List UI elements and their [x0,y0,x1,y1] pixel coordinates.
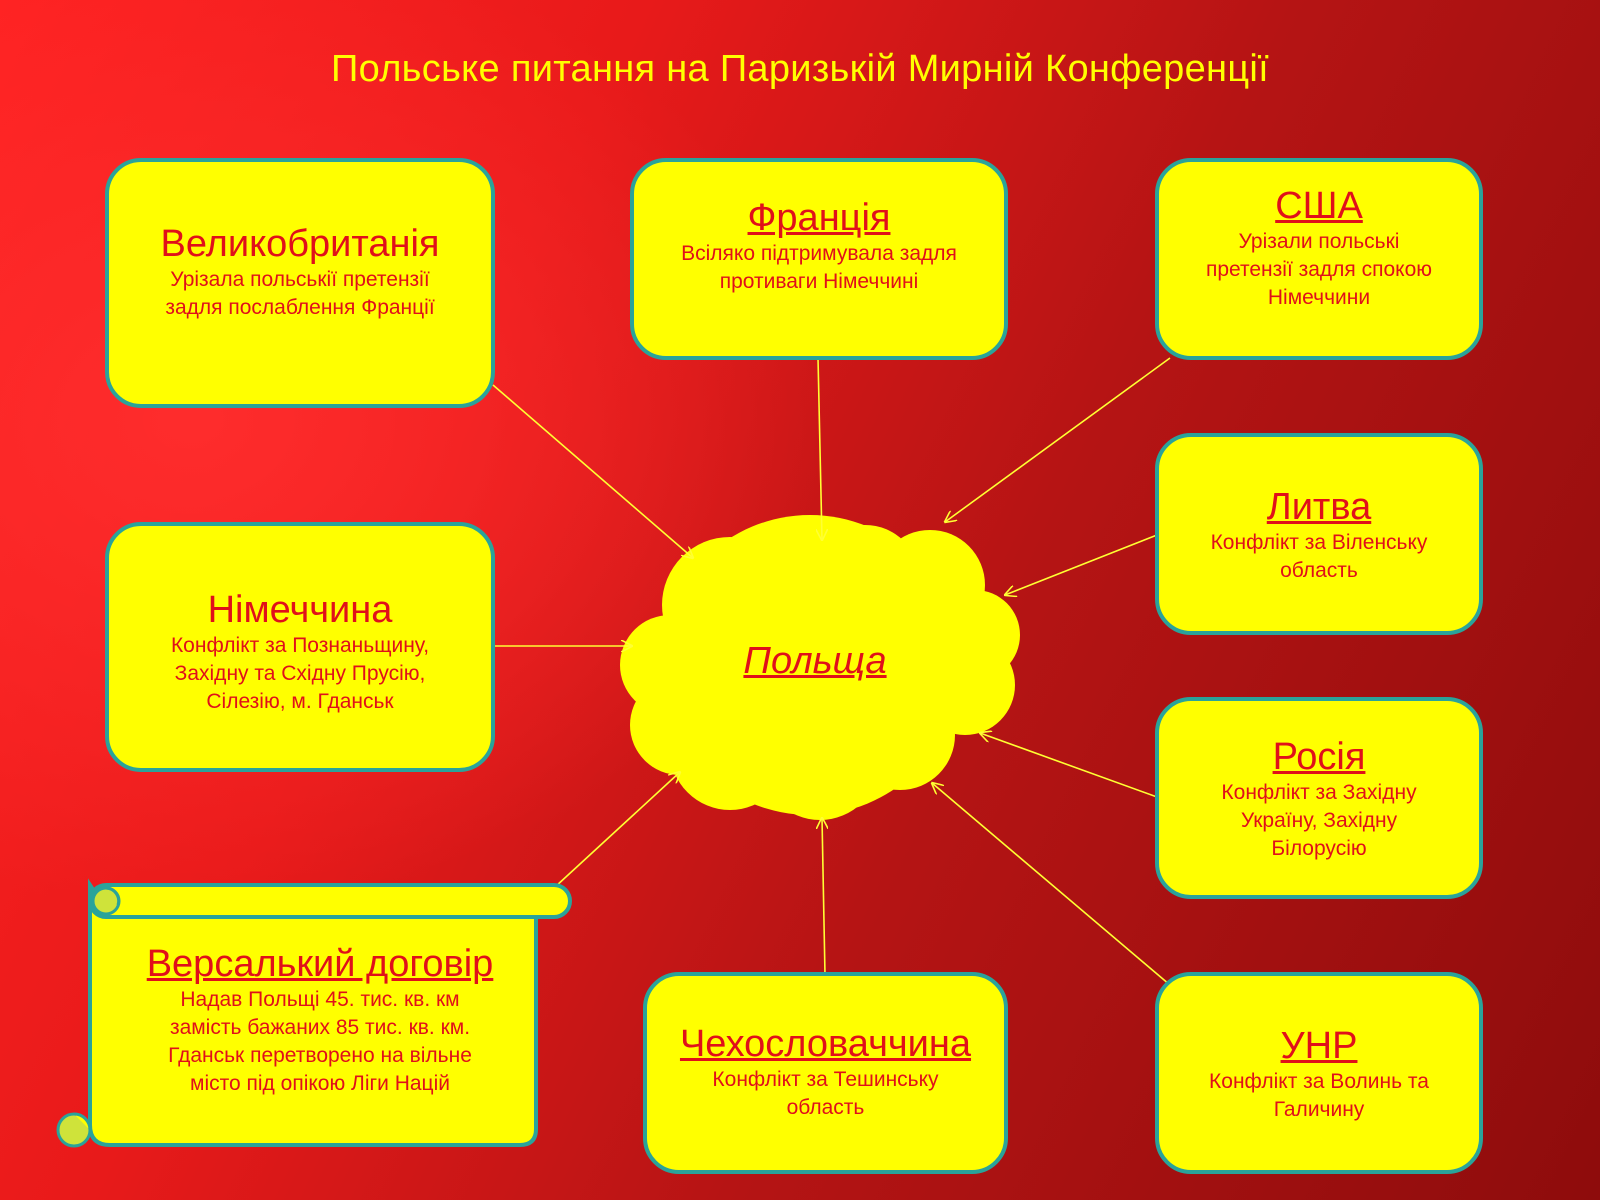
arrow-russia [980,733,1158,798]
versailles-name: Версалький договір [146,943,494,985]
box-czech: Чехословаччина Конфлікт за Тешинську обл… [643,972,1008,1174]
poland-cloud [620,515,1020,820]
scroll-shape [56,878,572,1148]
russia-desc: Конфлікт за Західну Україну, Західну Біл… [1221,781,1417,860]
czech-desc: Конфлікт за Тешинську область [712,1068,939,1119]
france-desc: Всіляко підтримувала задля противаги Нім… [681,242,957,293]
arrow-czech [822,818,825,976]
lithuania-name: Литва [1266,486,1372,528]
russia-name: Росія [1272,736,1366,778]
poland-label: Польща [743,640,887,682]
unr-desc: Конфлікт за Волинь та Галичину [1209,1070,1429,1121]
usa-name: США [1275,185,1363,227]
unr-name: УНР [1280,1025,1358,1067]
france-name: Франція [747,197,891,239]
czech-name: Чехословаччина [679,1023,972,1065]
arrow-france [818,357,822,540]
box-usa: США Урізали польські претензії задля спо… [1155,158,1483,360]
box-france: Франція Всіляко підтримувала задля проти… [630,158,1008,360]
germany-desc: Конфлікт за Познаньщину, Західну та Схід… [170,634,430,713]
usa-desc: Урізали польські претензії задля спокою … [1205,230,1433,309]
box-britain: Великобританія Урізала польськії претенз… [105,158,495,408]
arrow-britain [492,384,693,558]
versailles-desc: Надав Польщі 45. тис. кв. км замість баж… [168,988,472,1095]
box-unr: УНР Конфлікт за Волинь та Галичину [1155,972,1483,1174]
lithuania-desc: Конфлікт за Віленську область [1210,531,1428,582]
britain-desc: Урізала польськії претензії задля послаб… [165,268,435,319]
box-germany: Німеччина Конфлікт за Познаньщину, Захід… [105,522,495,772]
box-russia: Росія Конфлікт за Західну Україну, Захід… [1155,697,1483,899]
versailles-text: Версалький договір Надав Польщі 45. тис.… [100,942,540,1098]
slide-title: Польське питання на Паризькій Мирній Кон… [331,48,1269,90]
arrow-versailles [554,772,680,888]
arrow-lithuania [1005,534,1158,595]
box-lithuania: Литва Конфлікт за Віленську область [1155,433,1483,635]
arrow-usa [945,357,1171,522]
arrow-unr [932,783,1171,986]
britain-name: Великобританія [160,223,440,265]
germany-name: Німеччина [207,589,393,631]
